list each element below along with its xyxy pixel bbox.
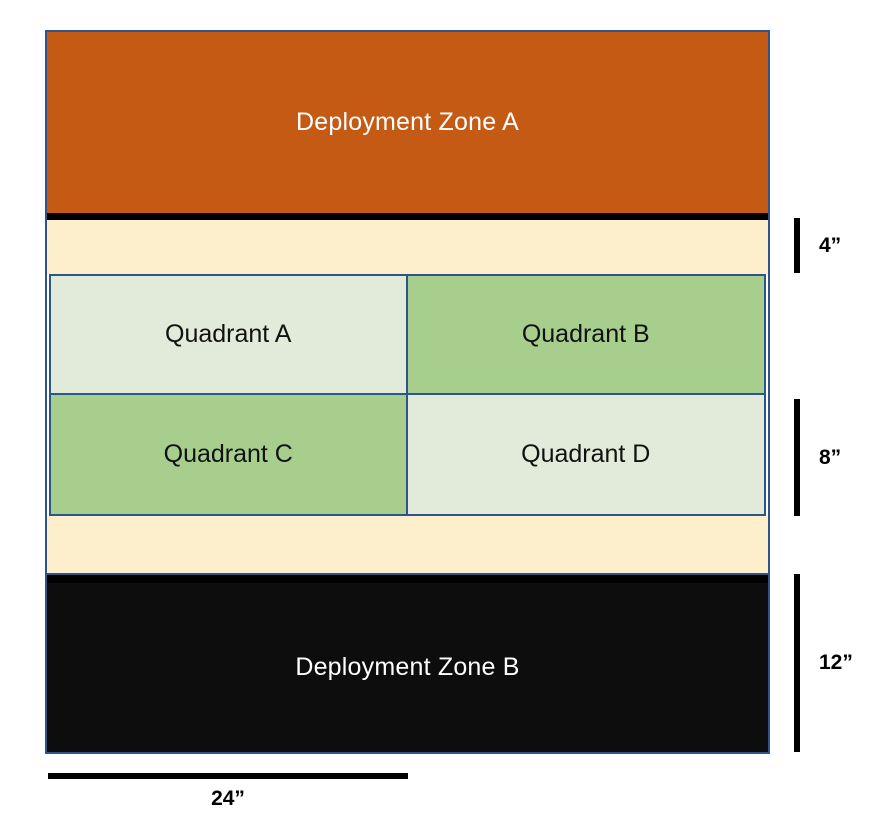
quadrant-a[interactable]: Quadrant A (51, 276, 408, 395)
band-deployment-zone-b[interactable]: Deployment Zone B (47, 583, 768, 752)
separator-rule-blue (47, 573, 768, 575)
quadrant-b[interactable]: Quadrant B (407, 276, 764, 395)
dimension-label-12in: 12” (819, 651, 853, 674)
dimension-label-8in: 8” (819, 445, 842, 469)
layered-stack-diagram: Deployment Zone A Quadrant A Quadrant B … (45, 30, 770, 754)
band-label-deployment-zone-a: Deployment Zone A (296, 108, 519, 136)
band-cream-bottom[interactable] (47, 516, 768, 573)
dimension-label-24in: 24” (211, 787, 245, 810)
separator-rule-top (47, 213, 768, 220)
dimension-bar-8in (794, 399, 800, 516)
quadrant-d[interactable]: Quadrant D (407, 395, 764, 514)
band-deployment-zone-a[interactable]: Deployment Zone A (47, 32, 768, 213)
dimension-label-4in: 4” (819, 233, 842, 257)
dimension-marker-8in: 8” (794, 399, 841, 516)
dimension-bar-24in (48, 773, 408, 779)
dimension-marker-4in: 4” (794, 218, 841, 273)
dimension-bar-4in (794, 218, 800, 273)
band-cream-top[interactable] (47, 220, 768, 274)
dimension-marker-24in: 24” (48, 773, 408, 811)
quadrant-label-a: Quadrant A (165, 320, 292, 348)
quadrant-label-b: Quadrant B (521, 320, 650, 348)
separator-rule-bottom (47, 575, 768, 583)
quadrant-label-d: Quadrant D (521, 440, 651, 468)
quadrant-grid: Quadrant A Quadrant B Quadrant C Quadran… (49, 274, 766, 516)
quadrant-label-c: Quadrant C (163, 440, 293, 468)
band-label-deployment-zone-b: Deployment Zone B (295, 653, 520, 681)
quadrant-c[interactable]: Quadrant C (51, 395, 408, 514)
dimension-bar-12in (794, 574, 800, 752)
dimension-marker-12in: 12” (794, 574, 853, 752)
